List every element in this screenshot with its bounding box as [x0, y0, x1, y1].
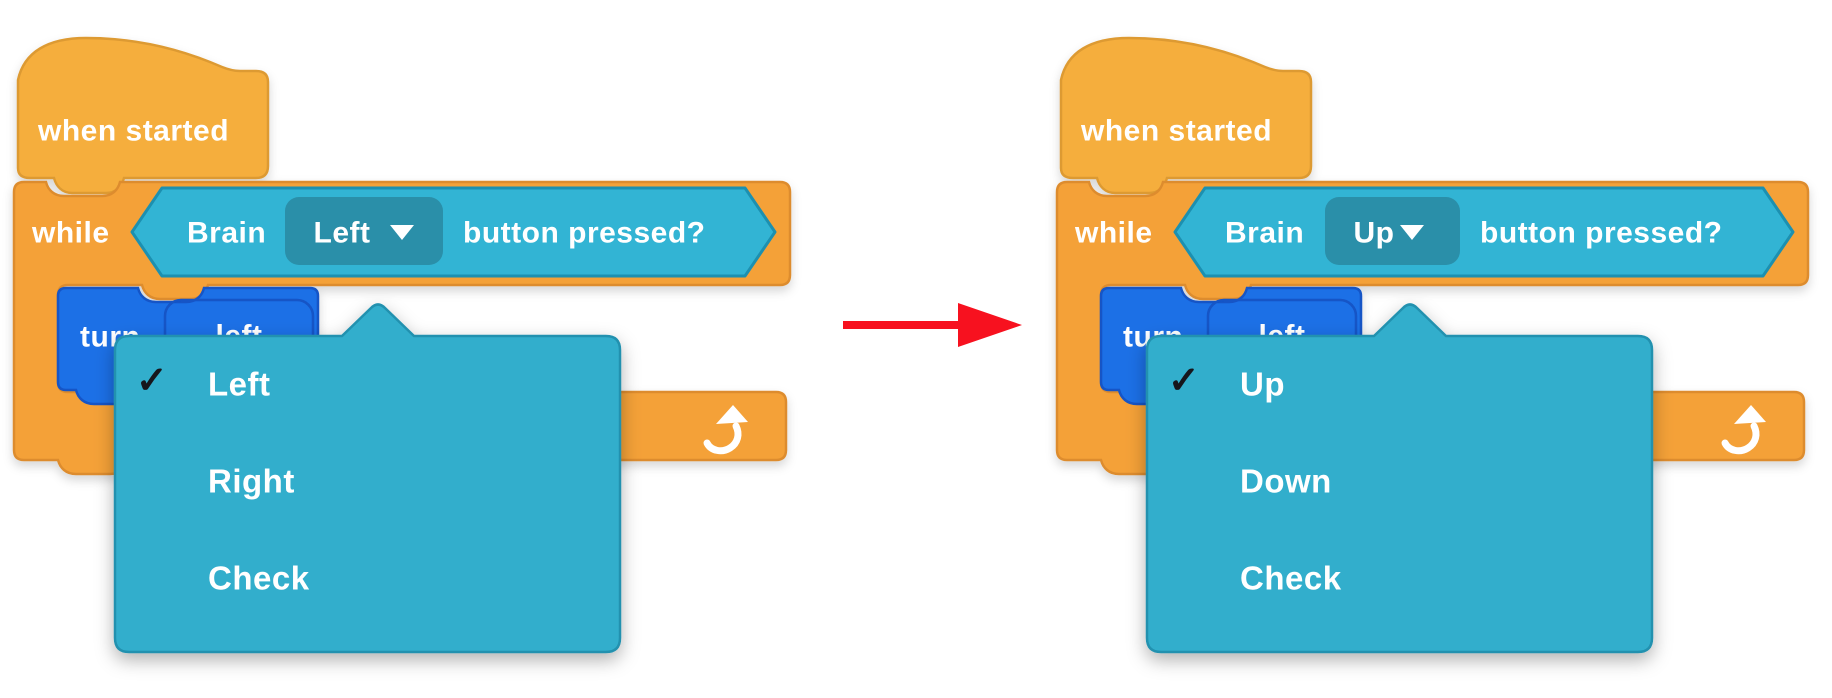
when-started-hat-block[interactable]	[16, 36, 270, 195]
when-started-hat-block[interactable]	[1059, 36, 1313, 195]
condition-suffix-label: button pressed?	[1480, 217, 1723, 250]
dropdown-menu-body	[1145, 303, 1654, 654]
hat-block-label: when started	[37, 115, 229, 148]
dropdown-menu-body	[113, 303, 622, 654]
menu-item-up[interactable]: Up	[1240, 366, 1285, 403]
menu-item-check[interactable]: Check	[208, 560, 310, 597]
transition-arrow	[843, 303, 1022, 347]
menu-item-down[interactable]: Down	[1240, 463, 1332, 500]
menu-check-icon: ✓	[136, 360, 168, 402]
menu-item-left[interactable]: Left	[208, 366, 271, 403]
loop-arrow-icon	[1721, 405, 1766, 455]
button-select-dropdown[interactable]	[285, 197, 443, 265]
condition-device-label: Brain	[1225, 217, 1304, 250]
dropdown-menu-popup: ✓ Up Down Check	[1145, 303, 1654, 654]
loop-arrow-icon	[703, 405, 748, 455]
dropdown-menu-popup: ✓ Left Right Check	[113, 303, 622, 654]
hat-block-label: when started	[1080, 115, 1272, 148]
condition-device-label: Brain	[187, 217, 266, 250]
button-select-dropdown[interactable]	[1325, 197, 1460, 265]
dropdown-caret-icon	[390, 225, 414, 240]
menu-item-check[interactable]: Check	[1240, 560, 1342, 597]
menu-check-icon: ✓	[1168, 360, 1200, 402]
menu-item-right[interactable]: Right	[208, 463, 295, 500]
while-block-label: while	[1074, 217, 1153, 250]
dropdown-caret-icon	[1400, 225, 1424, 240]
while-block-label: while	[31, 217, 110, 250]
condition-dropdown-value: Left	[314, 217, 371, 250]
condition-suffix-label: button pressed?	[463, 217, 706, 250]
condition-dropdown-value: Up	[1354, 217, 1395, 250]
